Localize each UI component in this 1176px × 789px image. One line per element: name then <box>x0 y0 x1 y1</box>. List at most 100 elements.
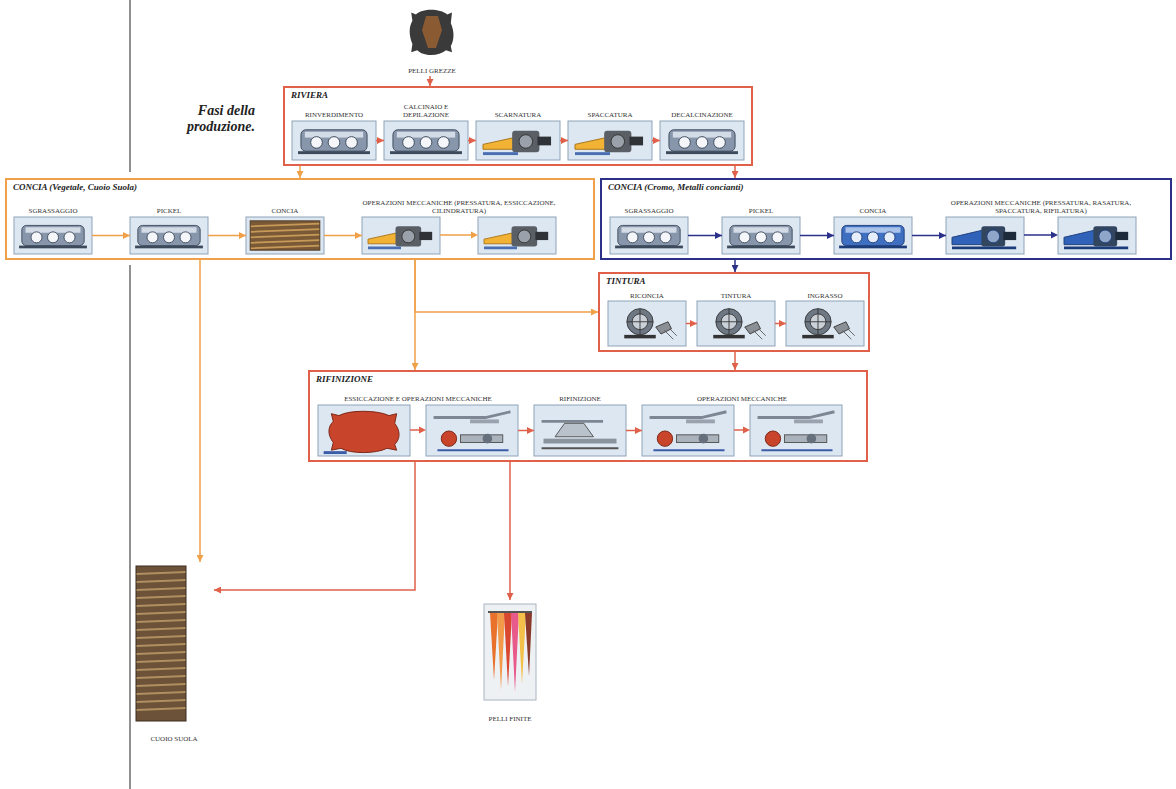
flow-arrow <box>324 235 362 237</box>
step-label: PICKEL <box>749 207 774 215</box>
flow-arrow <box>652 140 660 142</box>
step-label: CALCINAIO E DEPILAZIONE <box>384 103 468 119</box>
phase-group-box: RIVIERA RINVERDIMENTO CALCINAIO E DEPILAZI… <box>283 86 753 166</box>
flow-arrow <box>468 140 476 142</box>
process-step: RICONCIA <box>608 287 686 348</box>
step-label-area: RINVERDIMENTO <box>292 101 376 119</box>
step-label-area: CONCIA <box>246 193 324 215</box>
flow-arrow <box>734 352 736 370</box>
process-step: SGRASSAGGIO <box>14 193 92 256</box>
phase-group-box: CONCIA (Vegetale, Cuoio Suola) SGRASSAGGI… <box>5 178 595 260</box>
product-icon: PELLI FINITE <box>478 600 542 724</box>
step-label-area: RICONCIA <box>608 287 686 300</box>
margin-rule <box>130 0 131 789</box>
process-step: SPACCATURA <box>568 101 652 162</box>
process-step: PICKEL <box>130 193 208 256</box>
figure-caption: Fasi della produzione. <box>135 103 255 135</box>
inner-step-arrows <box>410 232 1058 434</box>
phase-title: RIFINIZIONE <box>316 374 373 385</box>
step-label: RINVERDIMENTO <box>305 111 363 119</box>
step-label-area: CALCINAIO E DEPILAZIONE <box>384 101 468 119</box>
step-label: TINTURA <box>721 292 752 300</box>
flow-arrow <box>214 462 415 590</box>
process-step: OPERAZIONI MECCANICHE <box>642 385 842 458</box>
phase-title: CONCIA (Cromo, Metalli concianti) <box>608 182 744 193</box>
step-label-area: RIFINIZIONE <box>534 385 626 403</box>
sole-leather-stack <box>136 566 186 721</box>
step-label: SPACCATURA <box>588 111 633 119</box>
process-step: CONCIA <box>246 193 324 256</box>
process-step: SGRASSAGGIO <box>610 193 688 256</box>
step-label-area: OPERAZIONI MECCANICHE (PRESSATURA, RASAT… <box>946 193 1136 215</box>
step-label: OPERAZIONI MECCANICHE (PRESSATURA, RASAT… <box>946 199 1136 215</box>
flow-arrow <box>734 166 736 178</box>
step-label-area: SGRASSAGGIO <box>14 193 92 215</box>
step-label: OPERAZIONI MECCANICHE (PRESSATURA, ESSIC… <box>362 199 556 215</box>
process-step: DECALCINAZIONE <box>660 101 744 162</box>
phase-title: CONCIA (Vegetale, Cuoio Suola) <box>13 182 137 193</box>
flow-arrow <box>415 260 598 312</box>
phase-group-box: TINTURA RICONCIA TINTURA INGRASSO <box>598 272 870 352</box>
raw-hide-icon <box>410 10 454 55</box>
step-label-area: OPERAZIONI MECCANICHE <box>642 385 842 403</box>
product-label: PELLI FINITE <box>478 715 542 724</box>
process-step: CALCINAIO E DEPILAZIONE <box>384 101 468 162</box>
flow-arrow <box>775 323 786 325</box>
flow-arrow <box>299 166 301 178</box>
step-frames <box>14 121 1136 456</box>
process-step: PICKEL <box>722 193 800 256</box>
step-label: DECALCINAZIONE <box>671 111 732 119</box>
flow-arrow <box>208 235 246 237</box>
step-label: SCARNATURA <box>495 111 542 119</box>
flow-arrow <box>518 430 534 432</box>
step-label: ESSICCAZIONE E OPERAZIONI MECCANICHE <box>344 395 492 403</box>
process-step: ESSICCAZIONE E OPERAZIONI MECCANICHE <box>318 385 518 458</box>
phase-group-box: RIFINIZIONE ESSICCAZIONE E OPERAZIONI MEC… <box>308 370 868 462</box>
step-label: CONCIA <box>272 207 299 215</box>
flow-arrow <box>376 140 384 142</box>
step-label: SGRASSAGGIO <box>28 207 77 215</box>
process-step: RINVERDIMENTO <box>292 101 376 162</box>
flow-arrow <box>509 462 511 600</box>
step-label-area: OPERAZIONI MECCANICHE (PRESSATURA, ESSIC… <box>362 193 556 215</box>
phase-title: RIVIERA <box>291 90 328 101</box>
flow-arrow <box>912 235 946 237</box>
flow-arrow <box>734 260 736 272</box>
process-step: SCARNATURA <box>476 101 560 162</box>
step-label: SGRASSAGGIO <box>624 207 673 215</box>
flow-arrow <box>199 260 201 562</box>
flow-arrow <box>800 235 834 237</box>
step-label: RIFINIZIONE <box>559 395 601 403</box>
step-label-area: SCARNATURA <box>476 101 560 119</box>
step-label-area: SPACCATURA <box>568 101 652 119</box>
flow-arrow <box>560 140 568 142</box>
phase-title: TINTURA <box>606 276 646 287</box>
step-label: PICKEL <box>157 207 182 215</box>
process-step: OPERAZIONI MECCANICHE (PRESSATURA, RASAT… <box>946 193 1136 256</box>
step-label: RICONCIA <box>630 292 664 300</box>
product-icon: CUOIO SUOLA <box>134 562 214 744</box>
step-label: INGRASSO <box>807 292 842 300</box>
product-icon: PELLI GREZZE <box>388 0 476 76</box>
flow-arrow <box>626 430 642 432</box>
step-label-area: DECALCINAZIONE <box>660 101 744 119</box>
process-step: INGRASSO <box>786 287 864 348</box>
phase-group-box: CONCIA (Cromo, Metalli concianti) SGRASSA… <box>600 178 1172 260</box>
flow-arrow <box>686 323 697 325</box>
step-label-area: CONCIA <box>834 193 912 215</box>
step-label-area: TINTURA <box>697 287 775 300</box>
step-label: CONCIA <box>860 207 887 215</box>
flow-arrow <box>688 235 722 237</box>
process-step: OPERAZIONI MECCANICHE (PRESSATURA, ESSIC… <box>362 193 556 256</box>
product-label: PELLI GREZZE <box>388 67 476 76</box>
process-step: TINTURA <box>697 287 775 348</box>
step-label-area: ESSICCAZIONE E OPERAZIONI MECCANICHE <box>318 385 518 403</box>
product-label: CUOIO SUOLA <box>134 735 214 744</box>
finished-leather-picture <box>484 604 536 700</box>
flow-arrow <box>92 235 130 237</box>
flow-arrow <box>429 76 431 86</box>
flow-arrow <box>414 260 416 370</box>
step-label-area: PICKEL <box>130 193 208 215</box>
process-step: RIFINIZIONE <box>534 385 626 458</box>
